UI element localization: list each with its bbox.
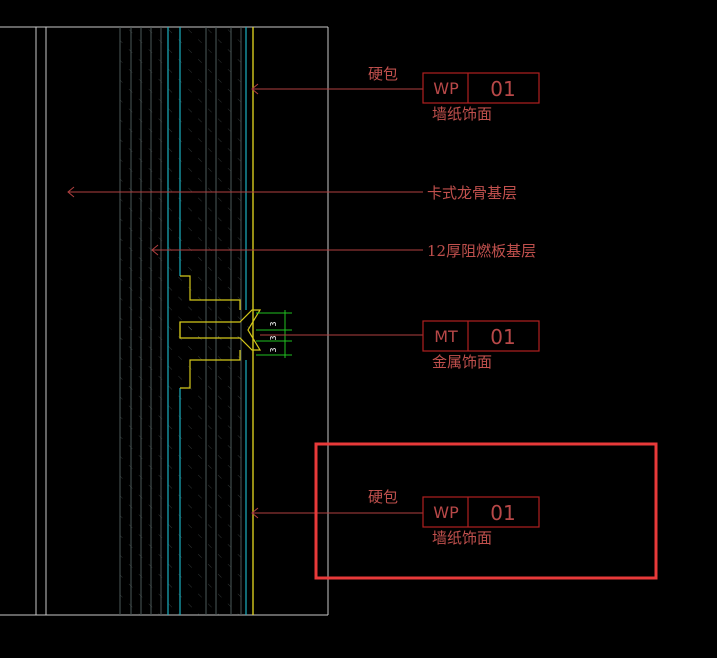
tag-number: 01 <box>490 325 515 349</box>
callout-wp-bottom: 硬包 WP 01 墙纸饰面 <box>368 488 540 547</box>
dim-value-3: 3 <box>269 347 278 352</box>
callout-board-base: 12厚阻燃板基层 <box>427 242 536 260</box>
dimension-string <box>256 310 292 358</box>
tag-box <box>422 320 540 352</box>
callout-mt: MT 01 金属饰面 <box>422 320 540 371</box>
tag-box <box>422 72 540 104</box>
dim-value-1: 3 <box>269 321 278 326</box>
hatched-layers <box>119 27 245 615</box>
highlight-box[interactable] <box>314 442 658 580</box>
callout-note: 硬包 <box>368 65 398 83</box>
callout-desc: 墙纸饰面 <box>432 529 492 547</box>
tag-number: 01 <box>490 77 515 101</box>
metal-profile <box>179 275 262 389</box>
dim-value-2: 3 <box>269 335 278 340</box>
callout-desc: 墙纸饰面 <box>432 105 492 123</box>
leader-lines <box>67 83 423 519</box>
callout-note: 硬包 <box>368 488 398 506</box>
cyan-framing <box>167 27 247 615</box>
tag-code: MT <box>434 327 458 346</box>
tag-code: WP <box>433 503 459 522</box>
tag-number: 01 <box>490 501 515 525</box>
callout-keel-base: 卡式龙骨基层 <box>427 184 517 202</box>
wall-section <box>0 26 329 616</box>
callout-wp-top: 硬包 WP 01 墙纸饰面 <box>368 65 540 123</box>
tag-code: WP <box>433 79 459 98</box>
callout-desc: 金属饰面 <box>432 353 492 371</box>
tag-box <box>422 496 540 528</box>
